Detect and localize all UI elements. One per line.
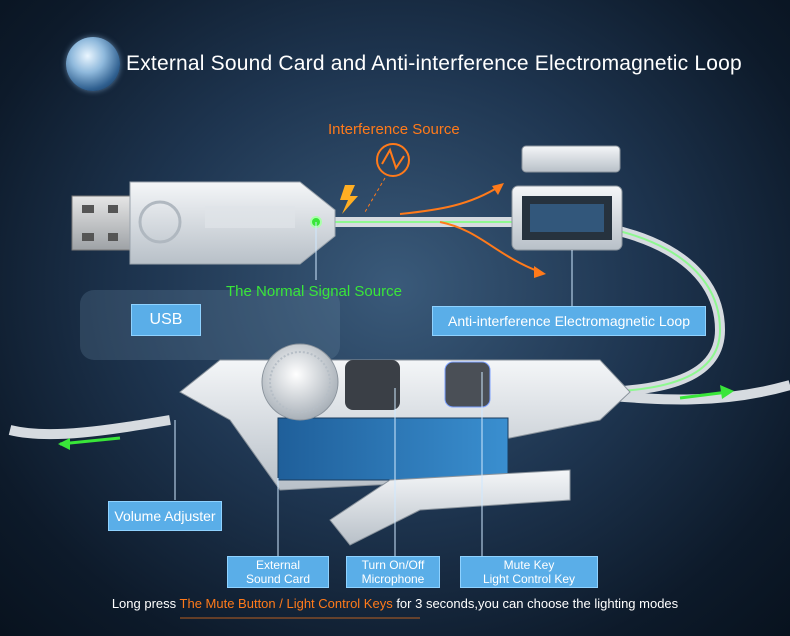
mute-button [444, 361, 491, 408]
usb-label-text: USB [149, 311, 183, 328]
interference-wave-icon [376, 143, 410, 177]
microphone-line2: Microphone [361, 572, 425, 586]
cable-left [8, 415, 171, 440]
mute-key-label: Mute Key Light Control Key [460, 556, 598, 588]
microphone-toggle-label: Turn On/Off Microphone [346, 556, 440, 588]
lightning-icon [340, 185, 358, 214]
mute-key-line1: Mute Key [503, 558, 555, 572]
footer-prefix: Long press [111, 596, 180, 611]
mute-key-line2: Light Control Key [482, 572, 576, 586]
arrow-right-green-head [720, 385, 734, 399]
arrow-right-green [679, 390, 729, 400]
volume-adjuster-label-text: Volume Adjuster [114, 508, 216, 524]
interference-arrow-down [439, 221, 541, 273]
external-sound-card-label: External Sound Card [227, 556, 329, 588]
usb-plug-metal [71, 195, 133, 251]
interference-source-label: Interference Source [328, 121, 460, 138]
usb-label: USB [131, 304, 201, 336]
sound-card-stand [329, 469, 571, 546]
footer-note: Long press The Mute Button / Light Contr… [0, 596, 790, 611]
anti-interference-label: Anti-interference Electromagnetic Loop [432, 306, 706, 336]
headset-icon [66, 37, 120, 91]
footer-suffix: for 3 seconds,you can choose the lightin… [392, 596, 679, 611]
mic-button [345, 360, 400, 410]
lion-emblem [138, 200, 182, 244]
microphone-line1: Turn On/Off [361, 558, 425, 572]
pcb-window [277, 417, 509, 481]
ferrite-core-cover [521, 145, 621, 173]
external-sound-card-line2: Sound Card [245, 572, 311, 586]
arrow-left-green-head [58, 438, 70, 450]
volume-adjuster-label: Volume Adjuster [108, 501, 222, 531]
title-bar: External Sound Card and Anti-interferenc… [66, 36, 742, 92]
external-sound-card-line1: External [255, 558, 301, 572]
volume-knob [261, 343, 339, 421]
interference-arrow-up [399, 185, 501, 215]
normal-signal-source-label: The Normal Signal Source [226, 283, 402, 300]
footer-highlight: The Mute Button / Light Control Keys [179, 596, 393, 611]
page-title: External Sound Card and Anti-interferenc… [126, 52, 742, 75]
anti-interference-label-text: Anti-interference Electromagnetic Loop [447, 313, 691, 329]
